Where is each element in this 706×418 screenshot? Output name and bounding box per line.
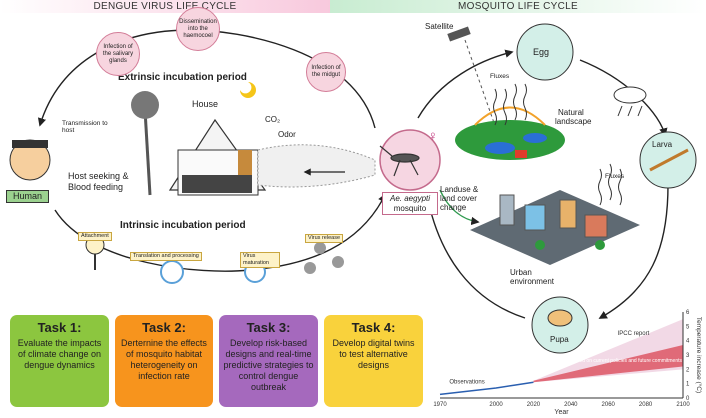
landuse-label-2: land cover: [440, 194, 477, 203]
female-symbol: ♀: [428, 128, 438, 143]
landuse-label-3: change: [440, 203, 467, 212]
odor-plume: [257, 144, 376, 188]
mosquito-label-1: Ae. aegypti: [382, 192, 438, 204]
fluxes-label-urban: Fluxes: [605, 173, 625, 180]
rain-cloud-icon: [613, 86, 647, 117]
task-1-card: Task 1: Evaluate the impacts of climate …: [10, 315, 109, 407]
task-1-title: Task 1:: [37, 320, 82, 335]
bubble-salivary: Infection of the salivary glands: [96, 32, 140, 76]
task-4-desc: Develop digital twins to test alternativ…: [332, 338, 415, 370]
odor-label: Odor: [278, 130, 296, 139]
task-4-title: Task 4:: [351, 320, 396, 335]
blood-feeding-label: Blood feeding: [68, 182, 124, 192]
bubble-midgut: Infection of the midgut: [306, 52, 346, 92]
larva-icon: [649, 148, 689, 172]
task-3-title: Task 3:: [246, 320, 291, 335]
house-label: House: [192, 99, 219, 109]
mosquito-icon: [379, 145, 420, 177]
satellite-label: Satellite: [425, 22, 454, 31]
extrinsic-label: Extrinsic incubation period: [118, 72, 247, 83]
host-seeking-label: Host seeking &: [68, 171, 129, 181]
urban-label-1: Urban: [510, 268, 532, 277]
pupa-label: Pupa: [550, 335, 569, 344]
human-illustration: [9, 139, 51, 181]
task-2-desc: Derternine the effects of mosquito habit…: [121, 338, 207, 381]
egg-label: Egg: [533, 47, 550, 57]
urban-environment: [470, 190, 640, 265]
satellite-icon: [447, 26, 501, 141]
human-label: Human: [6, 190, 50, 203]
task-2-title: Task 2:: [142, 320, 186, 335]
step-translation: Translation and processing: [130, 252, 202, 261]
intrinsic-label: Intrinsic incubation period: [120, 220, 246, 231]
house-illustration: [131, 91, 267, 196]
urban-label-2: environment: [510, 277, 555, 286]
mosquito-label-2: mosquito: [382, 203, 438, 215]
co2-label: CO₂: [265, 115, 281, 124]
task-4-card: Task 4: Develop digital twins to test al…: [324, 315, 423, 407]
step-release: Virus release: [305, 234, 343, 243]
transmission-label: Transmission to host: [62, 120, 108, 134]
bubble-haemocoel: Dissemination into the haemocoel: [176, 7, 220, 51]
mosquito-cycle-arrows: [417, 49, 669, 319]
natural-label-2: landscape: [555, 117, 592, 126]
larva-label: Larva: [652, 140, 673, 149]
dengue-cycle-banner: DENGUE VIRUS LIFE CYCLE: [0, 0, 330, 13]
flux-lines: [493, 83, 622, 206]
moon-icon: [240, 82, 256, 98]
pupa-icon: [547, 309, 573, 327]
mosquito-cycle-banner: MOSQUITO LIFE CYCLE: [330, 0, 706, 13]
step-maturation: Virus maturation: [240, 252, 280, 268]
natural-label-1: Natural: [558, 108, 584, 117]
natural-landscape: [455, 106, 565, 160]
fluxes-label-natural: Fluxes: [490, 73, 510, 80]
task-2-card: Task 2: Derternine the effects of mosqui…: [115, 315, 213, 407]
step-attachment: Attachment: [78, 232, 112, 241]
task-3-desc: Develop risk-based designs and real-time…: [223, 338, 314, 392]
task-1-desc: Evaluate the impacts of climate change o…: [17, 338, 102, 370]
egg-circle: [516, 23, 574, 81]
landuse-label-1: Landuse &: [440, 185, 479, 194]
task-3-card: Task 3: Develop risk-based designs and r…: [219, 315, 318, 407]
